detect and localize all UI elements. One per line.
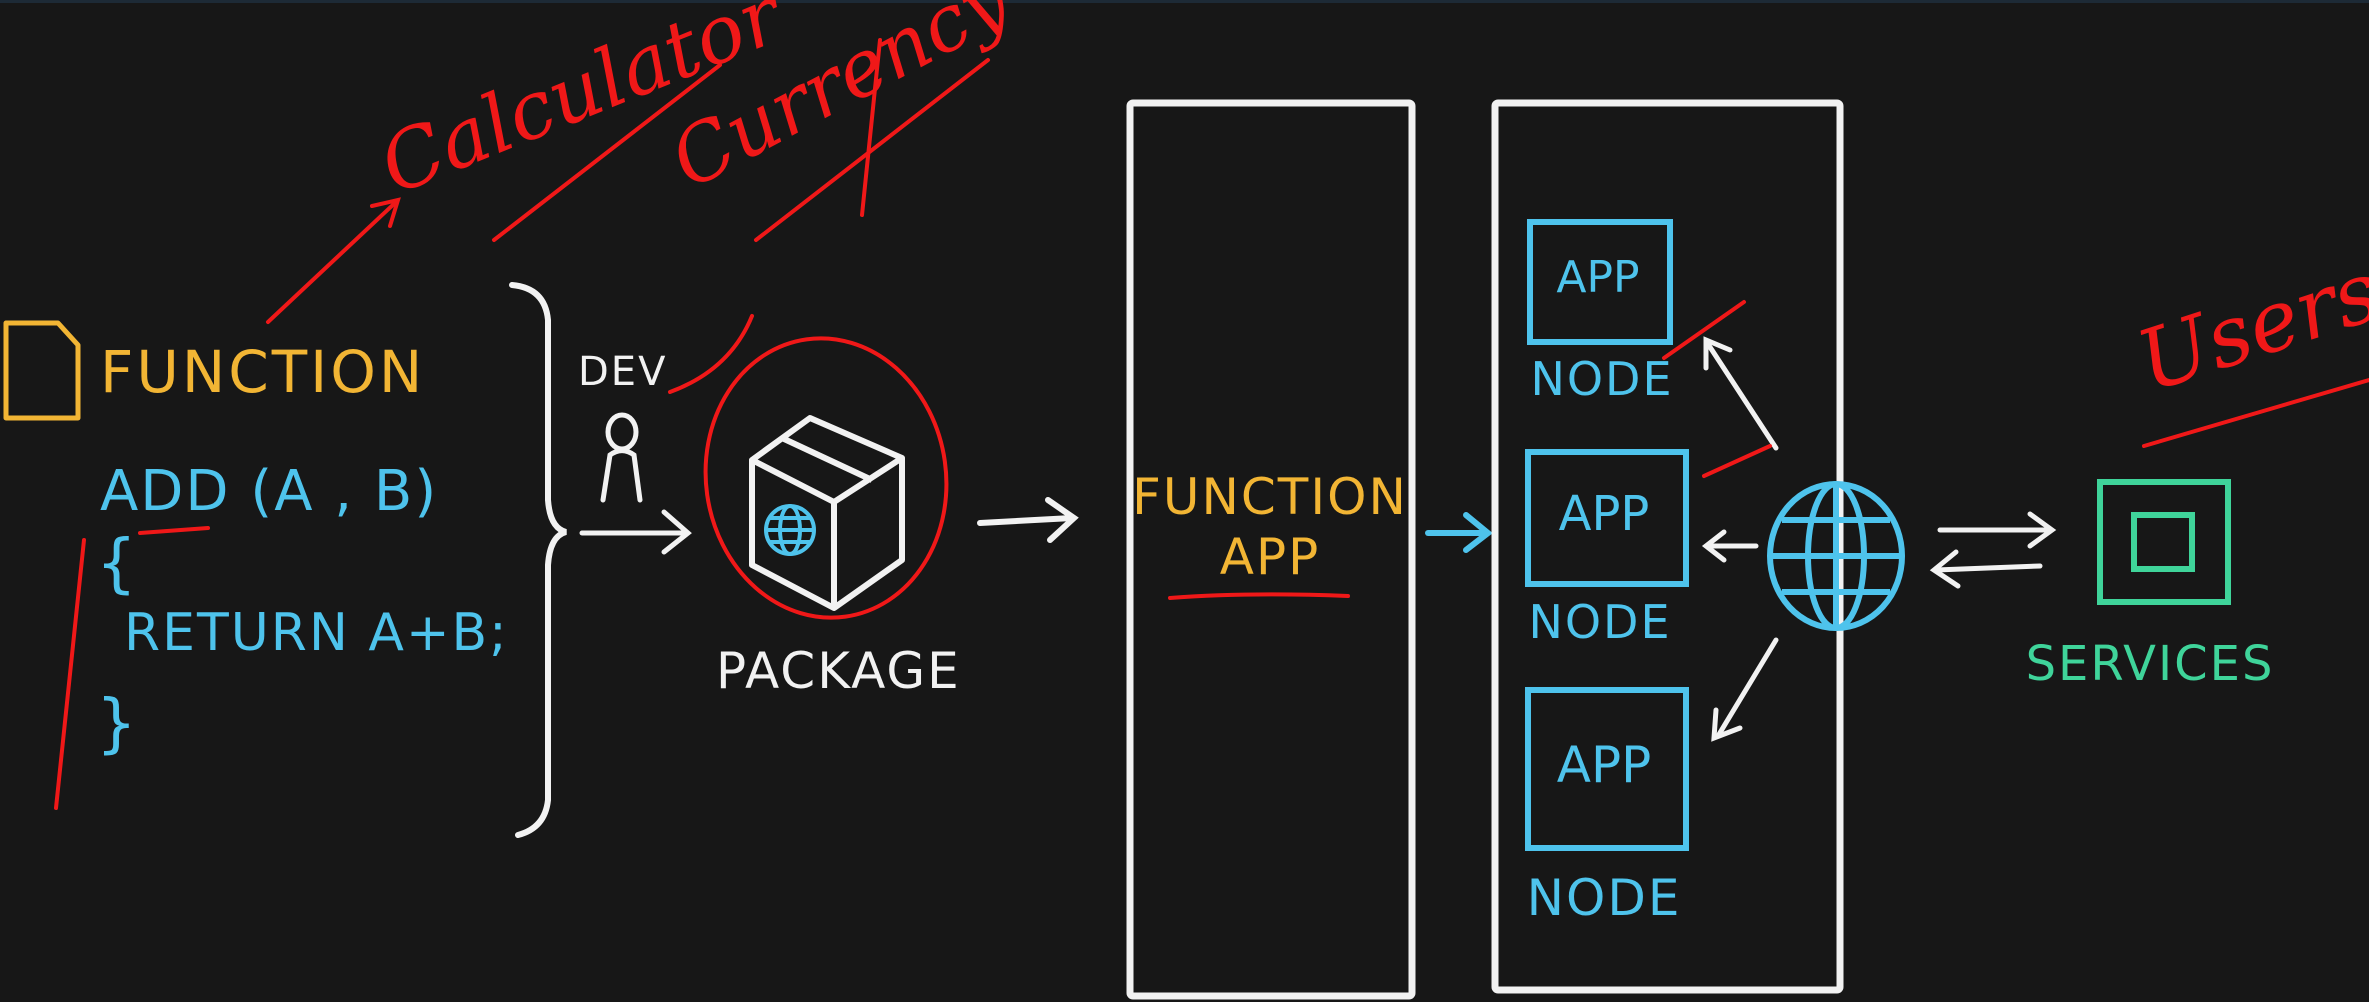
nodes-container [1491,99,1844,994]
package-label: PACKAGE [716,642,961,700]
node-3-label: NODE [1527,869,1682,927]
dev-to-package-arrow [579,509,692,555]
annotation-users: Users [2126,242,2369,411]
globe-sticker-icon [764,504,816,556]
function-app-line1: FUNCTION [1132,468,1408,526]
node-3: APP NODE [1525,687,1689,927]
node-1-app-label: APP [1556,252,1639,303]
function-app-line2: APP [1220,528,1321,586]
node-2: APP NODE [1525,449,1689,649]
node-1: APP NODE [1527,219,1673,406]
node-1-label: NODE [1530,352,1673,406]
node-3-app-label: APP [1557,736,1652,794]
node-2-app-label: APP [1559,486,1650,542]
function-title: FUNCTION [100,338,425,406]
top-edge-strip [0,0,2369,3]
function-app-to-nodes-arrow [1425,512,1493,553]
node-2-label: NODE [1528,595,1671,649]
function-signature: ADD (A , B) [100,459,438,524]
services-exchange-arrows [1929,511,2057,589]
open-brace: { [96,527,137,601]
services-label: SERVICES [2026,636,2275,692]
function-body: RETURN A+B; [124,603,509,663]
close-brace: } [96,687,137,761]
package-to-function-app-arrow [977,497,1079,543]
globe-to-nodes-arrows [1701,336,1779,742]
file-icon [3,320,81,421]
package-box-icon [749,415,905,611]
services-icon [2097,479,2231,605]
function-app-container [1126,99,1416,1000]
grouping-brace [509,282,568,838]
dev-label: DEV [578,349,667,395]
developer-person-icon [600,412,643,503]
red-annotation-strokes [54,38,2369,810]
globe-icon [1767,481,1905,631]
